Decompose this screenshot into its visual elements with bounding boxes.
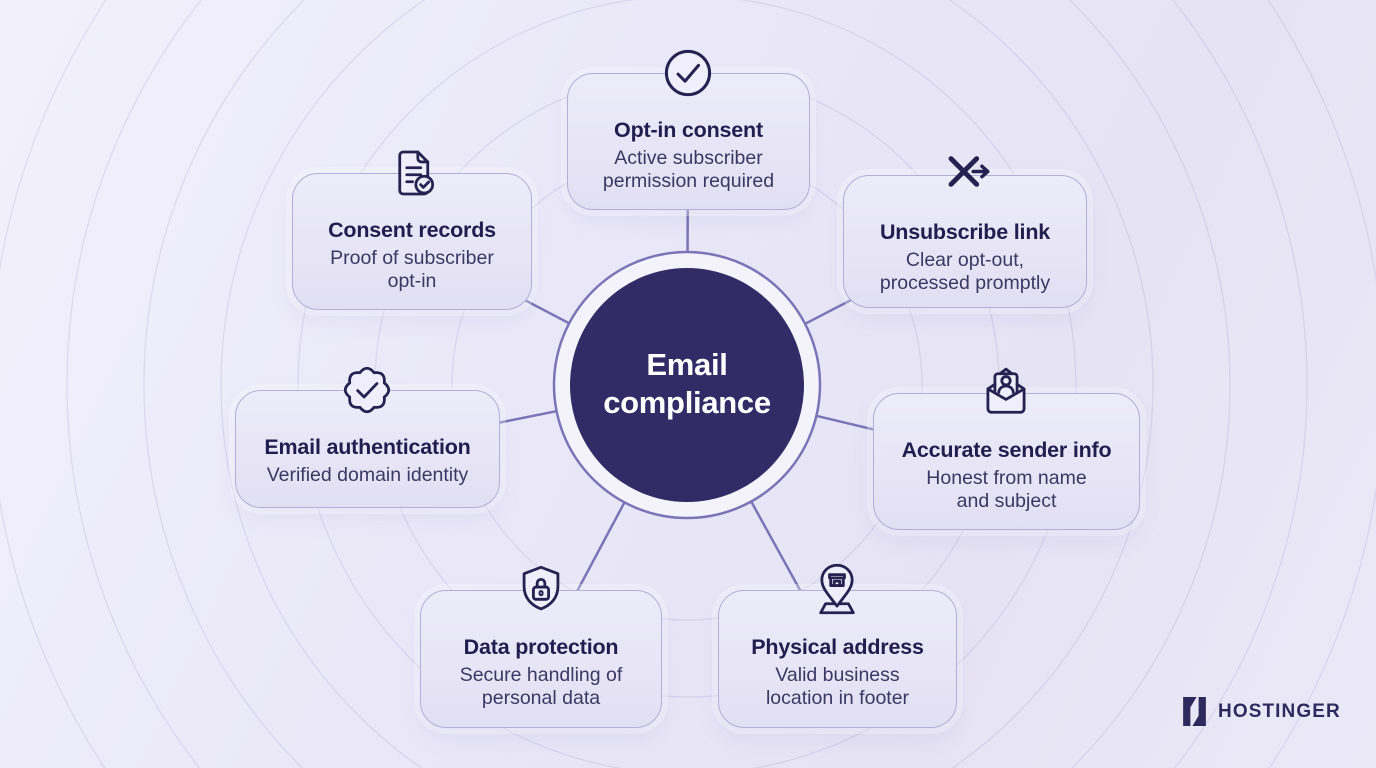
hostinger-h-icon bbox=[1183, 697, 1206, 726]
card-title: Consent records bbox=[328, 218, 496, 242]
card-title: Opt-in consent bbox=[614, 118, 763, 142]
center-disc bbox=[570, 268, 804, 502]
card-title: Data protection bbox=[463, 635, 619, 659]
hostinger-logo: HOSTINGER bbox=[1182, 696, 1341, 727]
envelope-user-icon bbox=[986, 367, 1026, 414]
card-description: Clear opt-out, processed promptly bbox=[879, 249, 1051, 294]
map-pin-store-icon bbox=[819, 563, 855, 615]
card-description: Honest from name and subject bbox=[926, 467, 1087, 512]
card-description: Valid business location in footer bbox=[765, 664, 910, 709]
card-accurate-sender-info: Accurate sender info Honest from name an… bbox=[873, 393, 1140, 530]
card-title: Accurate sender info bbox=[901, 438, 1112, 462]
x-arrow-icon bbox=[948, 156, 990, 187]
card-description: Verified domain identity bbox=[266, 464, 469, 486]
card-title: Physical address bbox=[751, 635, 924, 659]
card-description: Proof of subscriber opt-in bbox=[330, 247, 494, 292]
shield-lock-icon bbox=[522, 565, 560, 611]
badge-check-icon bbox=[343, 366, 391, 414]
document-check-icon bbox=[398, 150, 435, 196]
card-consent-records: Consent records Proof of subscriber opt-… bbox=[292, 173, 532, 310]
logo-text: HOSTINGER bbox=[1218, 700, 1341, 722]
card-physical-address: Physical address Valid business location… bbox=[718, 590, 957, 728]
card-unsubscribe-link: Unsubscribe link Clear opt-out, processe… bbox=[843, 175, 1087, 308]
card-title: Email authentication bbox=[264, 435, 471, 459]
check-circle-icon bbox=[664, 49, 712, 97]
card-data-protection: Data protection Secure handling of perso… bbox=[420, 590, 662, 728]
card-description: Secure handling of personal data bbox=[459, 664, 623, 709]
card-title: Unsubscribe link bbox=[879, 220, 1051, 244]
center-circle bbox=[552, 250, 822, 520]
center-label: Email compliance bbox=[603, 347, 771, 420]
card-email-authentication: Email authentication Verified domain ide… bbox=[235, 390, 500, 508]
card-description: Active subscriber permission required bbox=[602, 147, 775, 192]
